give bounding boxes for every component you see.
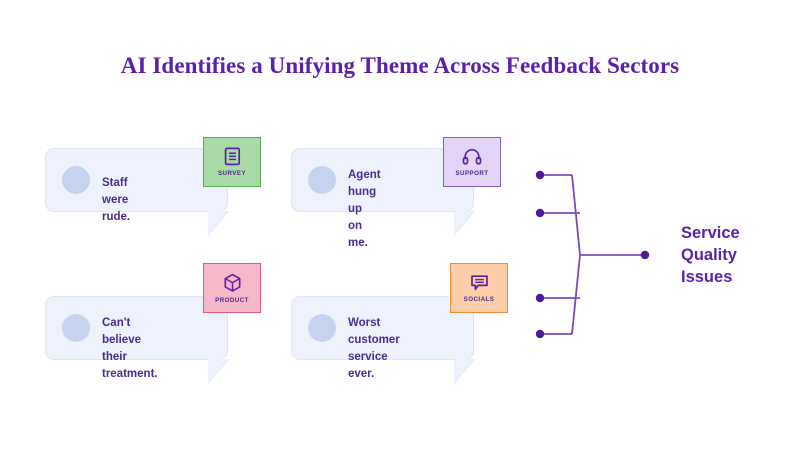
input-node-2[interactable] [535, 208, 545, 218]
avatar [62, 314, 90, 342]
avatar [308, 166, 336, 194]
input-node-3[interactable] [535, 293, 545, 303]
chat-bubble-icon [470, 274, 489, 292]
speech-bubble-tail [208, 211, 228, 235]
feedback-quote: Can't believe their treatment. [102, 317, 158, 380]
category-badge-label: SOCIALS [463, 295, 495, 303]
unifying-theme-label: Service Quality Issues [681, 224, 740, 286]
bracket-path [571, 174, 581, 335]
input-node-1[interactable] [535, 170, 545, 180]
cube-icon [223, 273, 242, 293]
output-node[interactable] [640, 250, 650, 260]
headset-icon [462, 148, 482, 166]
category-badge-label: SURVEY [217, 170, 247, 177]
feedback-quote: Agent hung up on me. [348, 169, 381, 249]
category-badge-product[interactable]: PRODUCT [203, 263, 261, 313]
document-icon [224, 147, 241, 166]
feedback-quote: Staff were rude. [102, 177, 131, 223]
category-badge-survey[interactable]: SURVEY [203, 137, 261, 187]
feedback-quote: Worst customer service ever. [348, 317, 400, 380]
category-badge-support[interactable]: SUPPORT [443, 137, 501, 187]
speech-bubble-tail [208, 359, 228, 383]
speech-bubble-tail [454, 359, 474, 383]
category-badge-label: SUPPORT [455, 169, 489, 177]
convergence-diagram [535, 170, 650, 339]
input-node-4[interactable] [535, 329, 545, 339]
category-badge-socials[interactable]: SOCIALS [450, 263, 508, 313]
speech-bubble-tail [454, 211, 474, 235]
page-title: AI Identifies a Unifying Theme Across Fe… [120, 53, 680, 78]
category-badge-label: PRODUCT [215, 296, 249, 304]
avatar [62, 166, 90, 194]
avatar [308, 314, 336, 342]
